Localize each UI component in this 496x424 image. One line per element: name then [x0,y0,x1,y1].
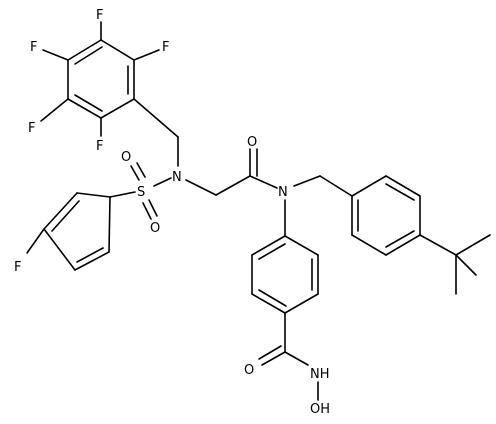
bond [261,351,286,366]
bond [136,162,146,178]
bond [385,183,415,201]
atom-labels: F F F F F F O S O N O N O NH OH [14,8,330,417]
atom-label-f1: F [96,8,103,23]
atom-label-n-sulfonamide: N [172,170,182,185]
bond [385,175,421,197]
atom-label-o-sulfonyl-top: O [121,150,131,165]
bond [284,293,319,314]
atom-label-f4: F [28,121,35,136]
bond [42,49,69,61]
bond [51,200,80,232]
bond [215,175,251,196]
bond [74,94,103,112]
atom-label-nh: NH [310,367,330,382]
bond [284,235,319,256]
bond [67,98,102,119]
bond [40,98,69,122]
bond [249,175,278,189]
bond [258,243,286,260]
atom-label-sulfur: S [137,185,145,200]
bond [148,199,158,217]
bond [385,230,415,248]
atom-label-f2: F [162,40,169,55]
bond [133,98,179,138]
bond [43,228,76,271]
bond [351,175,387,197]
atom-label-oh: OH [310,402,330,417]
bond [108,196,111,253]
bond [109,191,136,198]
bond [153,177,172,187]
bonds [26,21,491,401]
bond [76,192,111,198]
atom-label-o-hydroxamic: O [244,363,254,378]
bond [251,293,286,314]
bond [26,228,45,254]
atom-label-f5: F [96,139,103,154]
atom-label-o-carbonyl: O [247,135,257,150]
bond [284,351,309,366]
bond [319,175,353,197]
bond [455,234,491,256]
bond [258,345,282,360]
bond [385,234,421,256]
bond [76,247,104,263]
atom-label-f3: F [30,40,37,55]
bond [133,49,160,61]
bond [455,254,477,276]
bond [130,165,140,181]
bond [258,289,287,307]
bond [142,202,152,220]
bond [43,192,78,230]
bond [185,179,217,196]
bond [251,235,286,256]
bond [100,39,135,61]
atom-label-f6: F [14,260,21,275]
atom-label-o-sulfonyl-bottom: O [150,221,160,236]
bond [67,39,102,61]
bond [351,234,387,256]
bond [74,46,103,65]
atom-label-n-amide: N [278,185,288,200]
bond [74,251,110,271]
bond [293,175,321,187]
bond [419,234,457,256]
bond [100,98,135,119]
